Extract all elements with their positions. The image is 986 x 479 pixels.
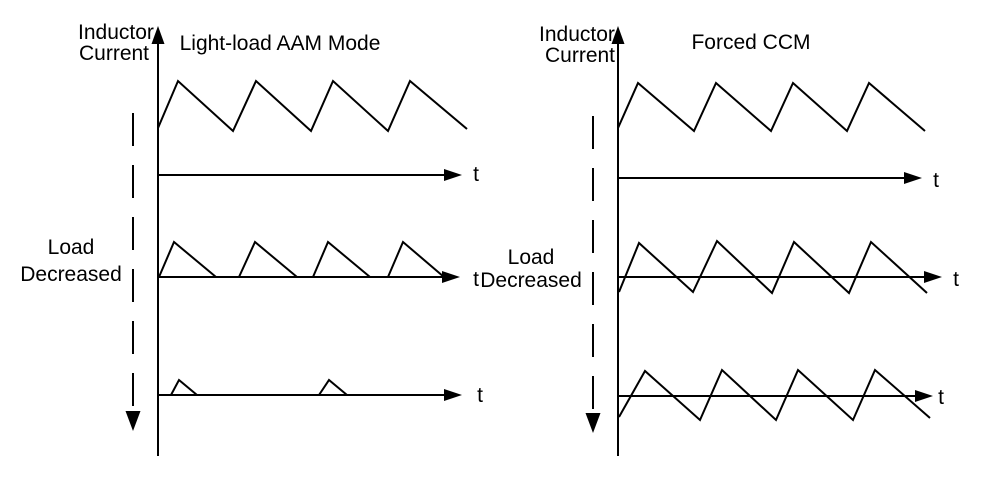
left-down-arrowhead-icon — [125, 411, 141, 431]
left-row1-inductor-current-waveform — [157, 79, 468, 133]
right-load-decreased-label-line2: Decreased — [480, 269, 582, 292]
left-row3-inductor-current-waveform — [318, 378, 348, 396]
left-load-decreased-label-line2: Decreased — [20, 263, 122, 286]
right-row2-right-arrowhead-icon — [924, 271, 942, 283]
right-down-arrowhead-icon — [585, 413, 601, 433]
left-row3-right-arrowhead-icon — [444, 389, 462, 401]
right-row3-inductor-current-waveform — [618, 368, 931, 422]
left-inductor-current-label-line1: Inductor — [78, 21, 154, 44]
right-row1-inductor-current-waveform — [617, 81, 926, 133]
right-inductor-current-label-line1: Inductor — [539, 23, 615, 46]
left-row3-time-axis-label: t — [477, 384, 483, 407]
diagram-text-labels: Inductor Current Light-load AAM Mode Loa… — [20, 21, 959, 409]
left-row2-inductor-current-waveform — [238, 240, 298, 278]
right-row3-time-axis-label: t — [938, 386, 944, 409]
left-panel-title: Light-load AAM Mode — [180, 32, 381, 55]
left-row2-inductor-current-waveform — [312, 240, 371, 278]
left-up-arrowhead-icon — [151, 26, 165, 44]
right-panel-title: Forced CCM — [691, 31, 810, 54]
left-load-decreased-label-line1: Load — [48, 236, 95, 259]
right-up-arrowhead-icon — [611, 26, 625, 44]
right-row1-right-arrowhead-icon — [904, 172, 922, 184]
right-row3-right-arrowhead-icon — [915, 390, 933, 402]
left-row2-inductor-current-waveform — [387, 240, 445, 278]
left-row2-right-arrowhead-icon — [442, 271, 460, 283]
right-row1-time-axis-label: t — [933, 169, 939, 192]
left-inductor-current-label-line2: Current — [79, 42, 149, 65]
left-row1-time-axis-label: t — [473, 163, 479, 186]
left-row2-time-axis-label: t — [473, 268, 479, 291]
left-row1-right-arrowhead-icon — [444, 169, 462, 181]
right-row2-time-axis-label: t — [953, 268, 959, 291]
right-row2-inductor-current-waveform — [618, 239, 928, 295]
left-row3-inductor-current-waveform — [170, 378, 198, 396]
left-row2-inductor-current-waveform — [158, 240, 217, 278]
right-inductor-current-label-line2: Current — [545, 44, 615, 67]
right-load-decreased-label-line1: Load — [508, 246, 555, 269]
